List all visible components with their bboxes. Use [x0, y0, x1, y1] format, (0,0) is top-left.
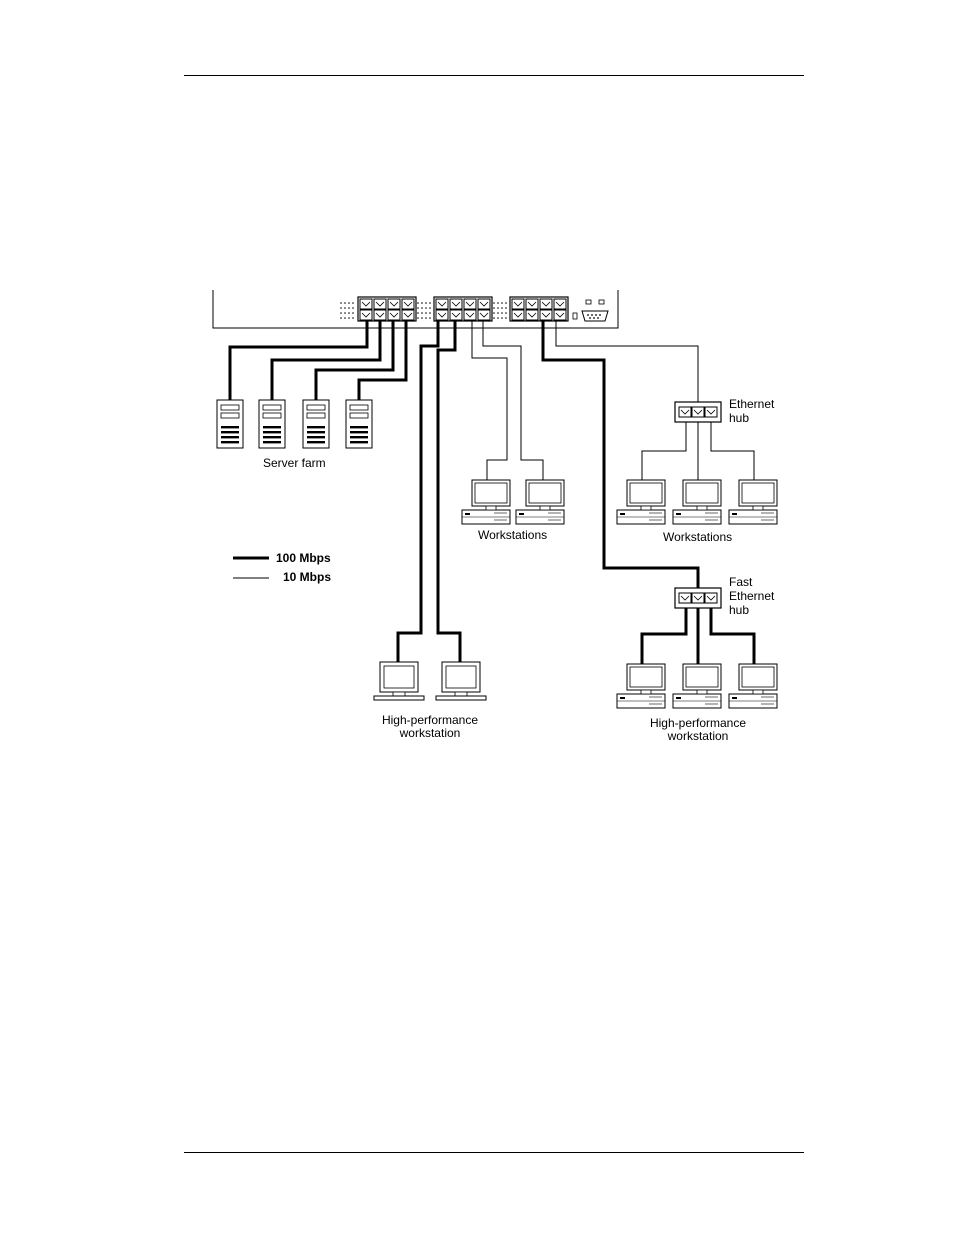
link-eth-hub-pc-3 [711, 422, 754, 480]
hp-workstations-right: High-performance workstation [617, 664, 777, 743]
link-server-2 [272, 321, 380, 400]
link-eth-hub-pc-1 [642, 422, 686, 480]
hp-workstation-icon [374, 662, 424, 700]
workstation-icon [462, 480, 510, 524]
legend-slow-label: 10 Mbps [283, 570, 331, 584]
workstations-left: Workstations [462, 480, 564, 542]
workstation-icon [617, 664, 665, 708]
hp-workstations-left: High-performance workstation [374, 662, 486, 740]
link-workstation-2 [483, 321, 543, 480]
workstations-right-label: Workstations [663, 530, 732, 544]
workstations-left-label: Workstations [478, 528, 547, 542]
link-fast-hub-pc-1 [642, 608, 686, 664]
switch-port-group-3 [510, 297, 568, 321]
hp-workstation-icon [436, 662, 486, 700]
ethernet-hub-label: hub [729, 411, 749, 425]
link-hp-left-1 [398, 321, 438, 662]
hp-left-label: workstation [399, 726, 461, 740]
link-workstation-1 [472, 321, 507, 480]
hp-right-label: workstation [667, 729, 729, 743]
network-switch [213, 290, 618, 328]
fast-hub-label: Fast [729, 575, 753, 589]
switch-port-group-1 [358, 297, 416, 321]
switch-port-group-2 [434, 297, 492, 321]
hp-left-label: High-performance [382, 713, 478, 727]
workstations-right: Workstations [617, 480, 777, 544]
server-icon [217, 400, 243, 448]
workstation-icon [617, 480, 665, 524]
switch-led-panel-1 [340, 302, 354, 319]
workstation-icon [673, 480, 721, 524]
console-port-icon [573, 300, 608, 321]
server-farm: Server farm [217, 400, 372, 470]
link-hp-left-2 [438, 321, 460, 662]
slow-links [472, 321, 754, 480]
fast-hub-label: Ethernet [729, 589, 775, 603]
server-icon [303, 400, 329, 448]
fast-hub-label: hub [729, 603, 749, 617]
workstation-icon [729, 664, 777, 708]
link-fast-hub [543, 321, 698, 588]
fast-ethernet-hub-icon [675, 588, 721, 608]
server-farm-label: Server farm [263, 456, 326, 470]
ethernet-hub-icon [675, 402, 721, 422]
switch-led-panel-3 [493, 302, 507, 319]
server-icon [346, 400, 372, 448]
legend-fast-label: 100 Mbps [276, 551, 331, 565]
hp-right-label: High-performance [650, 716, 746, 730]
server-icon [259, 400, 285, 448]
workstation-icon [673, 664, 721, 708]
ethernet-hub-label: Ethernet [729, 397, 775, 411]
workstation-icon [516, 480, 564, 524]
switch-led-panel-2 [417, 302, 431, 319]
legend: 100 Mbps 10 Mbps [233, 551, 331, 584]
workstation-icon [729, 480, 777, 524]
